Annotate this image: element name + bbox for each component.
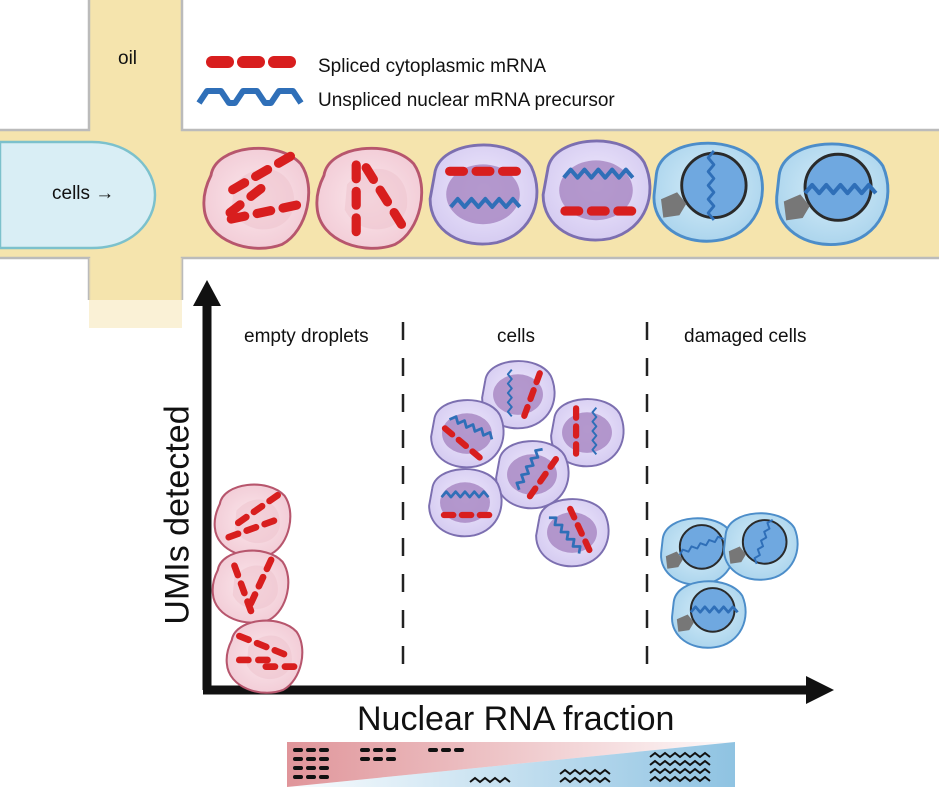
plot-axes — [193, 280, 834, 704]
region-label-damaged-cells: damaged cells — [684, 326, 807, 347]
channel-cell-2 — [541, 139, 652, 242]
x-axis-label: Nuclear RNA fraction — [357, 700, 675, 738]
y-axis-label: UMIs detected — [158, 405, 197, 625]
channel-empty-droplet-1 — [202, 146, 311, 250]
empty-droplet — [213, 483, 292, 558]
legend-spliced-label: Spliced cytoplasmic mRNA — [318, 56, 547, 77]
damaged-cell — [671, 580, 747, 649]
oil-channel-label: oil — [118, 48, 138, 69]
cell-inlet — [0, 140, 157, 250]
empty-droplet — [211, 549, 290, 624]
channel-damaged-cell-1 — [652, 141, 764, 243]
damaged-cell — [723, 512, 799, 581]
cells-inlet-label: cells → — [52, 183, 115, 204]
spliced-mrna-legend-icon — [206, 56, 296, 68]
channel-empty-droplet-2 — [315, 146, 424, 250]
cell — [430, 399, 505, 469]
empty-droplet — [225, 619, 304, 694]
cell — [495, 440, 570, 510]
unspliced-mrna-legend-icon — [196, 88, 304, 106]
legend-unspliced-label: Unspliced nuclear mRNA precursor — [318, 90, 615, 111]
region-label-cells: cells — [497, 326, 536, 347]
channel-damaged-cell-2 — [775, 142, 890, 247]
rna-fraction-gradient — [287, 742, 735, 787]
region-label-empty-droplets: empty droplets — [244, 326, 369, 347]
cell — [535, 498, 610, 568]
cell — [428, 468, 503, 538]
channel-cell-1 — [428, 143, 539, 246]
